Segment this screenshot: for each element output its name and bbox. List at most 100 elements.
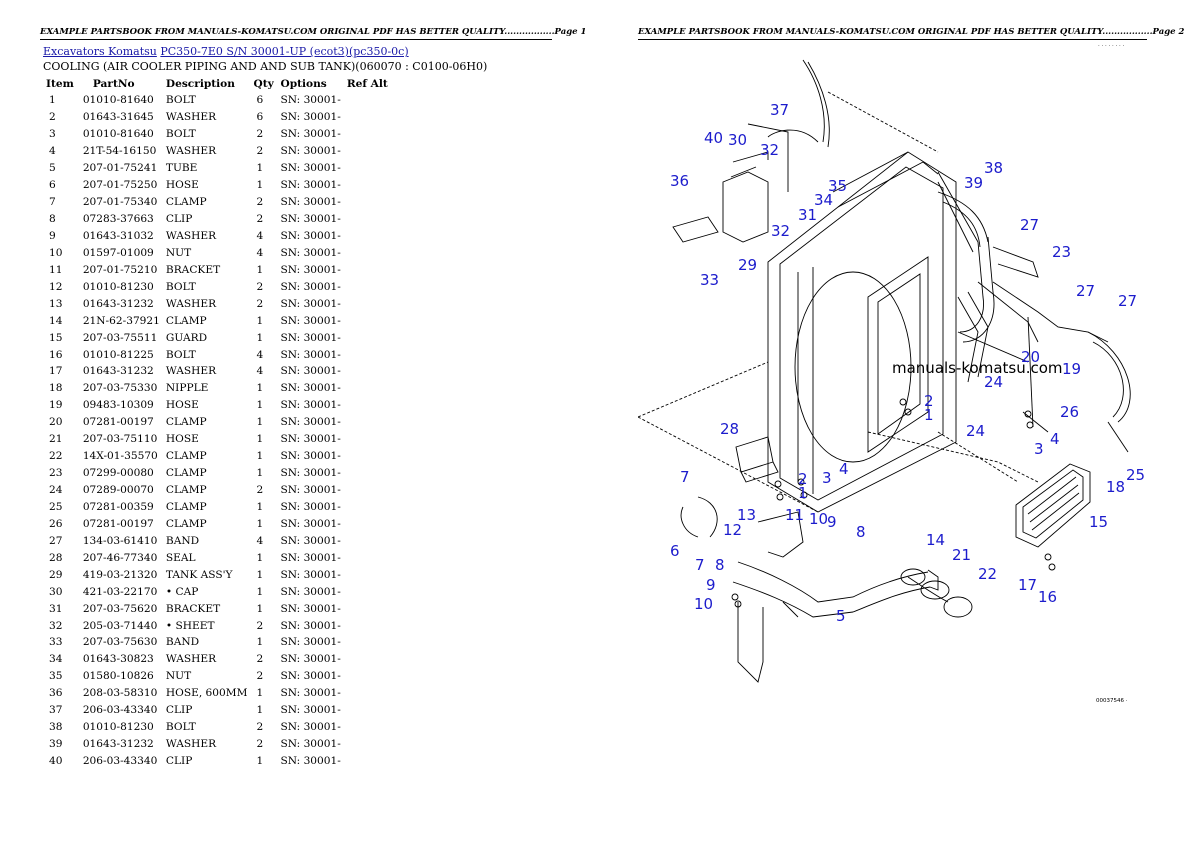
cell-quantity: 2	[256, 670, 264, 683]
cell-options: SN: 30001-	[280, 467, 341, 480]
cell-quantity: 2	[256, 653, 264, 666]
callout-20: 20	[1021, 348, 1040, 366]
cell-options: SN: 30001-	[280, 128, 341, 141]
cell-item-number: 29	[49, 568, 63, 581]
cell-item-number: 7	[49, 196, 56, 209]
cell-quantity: 1	[256, 585, 264, 598]
cell-options: SN: 30001-	[280, 280, 341, 293]
cell-options: SN: 30001-	[280, 636, 341, 649]
callout-8a: 8	[856, 523, 866, 541]
cell-ref-alt	[344, 363, 391, 380]
cell-item-number: 27	[49, 534, 63, 547]
cell-quantity: 4	[256, 534, 264, 547]
cell-ref-alt	[344, 346, 391, 363]
cell-part-number: 421-03-22170	[82, 585, 158, 598]
cell-quantity: 1	[256, 382, 264, 395]
cell-description: WASHER	[165, 145, 217, 158]
cell-part-number: 207-46-77340	[82, 551, 158, 564]
cell-description: BOLT	[165, 348, 196, 361]
cell-part-number: 206-03-43340	[82, 755, 158, 768]
cell-description: WASHER	[165, 365, 217, 378]
cell-options: SN: 30001-	[280, 484, 341, 497]
callout-9a: 9	[827, 513, 837, 531]
cell-description: CLAMP	[165, 450, 207, 463]
cell-ref-alt	[344, 499, 391, 516]
cell-item-number: 9	[49, 229, 56, 242]
cell-description: CLIP	[165, 704, 193, 717]
cell-part-number: 21N-62-37921	[82, 314, 160, 327]
callout-10a: 10	[809, 510, 828, 528]
cell-options: SN: 30001-	[280, 433, 341, 446]
callout-29: 29	[738, 256, 757, 274]
callout-3a: 3	[1034, 440, 1044, 458]
cell-ref-alt	[344, 431, 391, 448]
breadcrumb-model-link[interactable]: PC350-7E0 S/N 30001-UP (ecot3)(pc350-0c)	[160, 45, 409, 58]
cell-options: SN: 30001-	[280, 348, 341, 361]
cell-description: CLAMP	[165, 314, 207, 327]
cell-description: WASHER	[165, 738, 217, 751]
cell-ref-alt	[344, 414, 391, 431]
cell-options: SN: 30001-	[280, 568, 341, 581]
cell-options: SN: 30001-	[280, 721, 341, 734]
cell-part-number: 419-03-21320	[82, 568, 158, 581]
cell-ref-alt	[344, 719, 391, 736]
cell-options: SN: 30001-	[280, 382, 341, 395]
cell-ref-alt	[344, 566, 391, 583]
cell-description: CLAMP	[165, 196, 207, 209]
callout-13: 13	[737, 506, 756, 524]
cell-description: HOSE	[165, 433, 199, 446]
cell-quantity: 1	[256, 687, 264, 700]
page1-header-rule	[40, 39, 552, 40]
cell-item-number: 35	[49, 670, 63, 683]
callout-1a: 1	[924, 406, 934, 424]
cell-quantity: 1	[256, 704, 264, 717]
cell-item-number: 11	[49, 263, 63, 276]
cell-item-number: 3	[49, 128, 56, 141]
cell-part-number: 134-03-61410	[82, 534, 158, 547]
cell-part-number: 207-03-75620	[82, 602, 158, 615]
cell-description: BOLT	[165, 128, 196, 141]
cell-part-number: 07281-00197	[82, 517, 154, 530]
cell-options: SN: 30001-	[280, 314, 341, 327]
column-header-qty: Qty	[253, 78, 274, 90]
cell-ref-alt	[344, 92, 391, 109]
table-header-row: Item PartNo Description Qty Options Ref …	[43, 76, 391, 92]
cell-quantity: 6	[256, 111, 264, 124]
cell-description: BOLT	[165, 280, 196, 293]
callout-36: 36	[670, 172, 689, 190]
cell-options: SN: 30001-	[280, 246, 341, 259]
cell-part-number: 07281-00359	[82, 500, 154, 513]
page-title: COOLING (AIR COOLER PIPING AND AND SUB T…	[43, 60, 488, 73]
cell-description: BOLT	[165, 721, 196, 734]
cell-ref-alt	[344, 211, 391, 228]
cell-quantity: 1	[256, 179, 264, 192]
cell-item-number: 31	[49, 602, 63, 615]
callout-24a: 24	[984, 373, 1003, 391]
cell-description: NUT	[165, 246, 192, 259]
cell-part-number: 01643-30823	[82, 653, 154, 666]
cell-options: SN: 30001-	[280, 500, 341, 513]
cell-item-number: 23	[49, 467, 63, 480]
breadcrumb-category-link[interactable]: Excavators Komatsu	[43, 45, 157, 58]
cell-quantity: 1	[256, 162, 264, 175]
cell-quantity: 1	[256, 636, 264, 649]
cell-ref-alt	[344, 312, 391, 329]
cell-description: BOLT	[165, 94, 196, 107]
cell-item-number: 14	[49, 314, 63, 327]
page1-header: EXAMPLE PARTSBOOK FROM MANUALS-KOMATSU.C…	[40, 27, 587, 37]
cell-ref-alt	[344, 617, 391, 634]
cell-part-number: 01010-81225	[82, 348, 154, 361]
cell-description: NIPPLE	[165, 382, 209, 395]
